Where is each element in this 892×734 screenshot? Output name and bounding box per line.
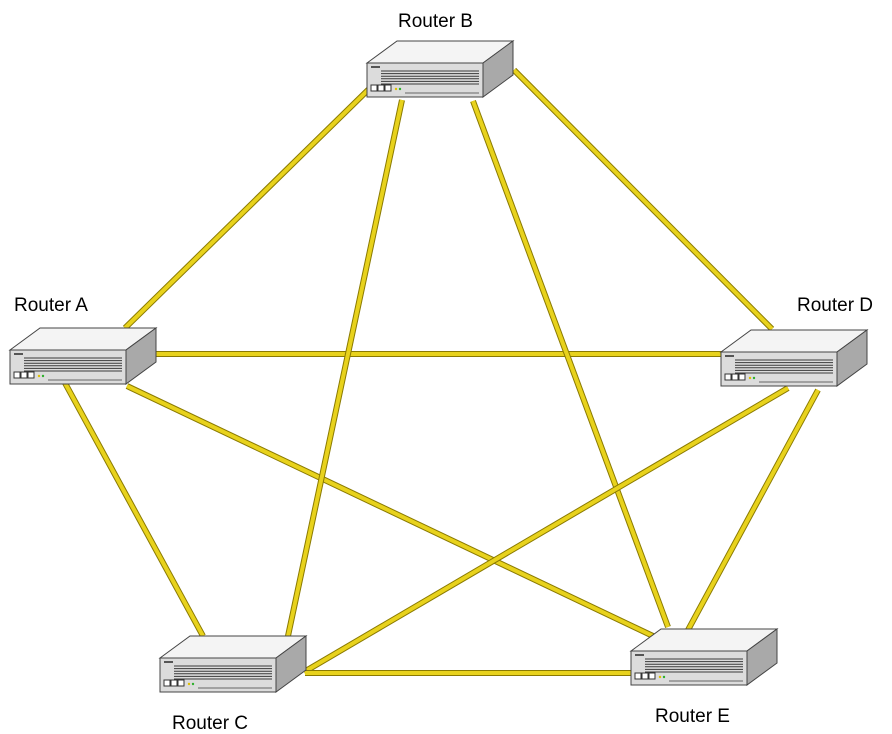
router-e-icon (629, 628, 779, 686)
link-c-d (302, 385, 790, 675)
links-layer (62, 67, 821, 676)
link-a-b (122, 85, 373, 331)
link-b-e (470, 99, 671, 629)
router-d-icon (719, 329, 869, 387)
router-a-icon (8, 327, 158, 385)
router-d-label: Router D (797, 295, 874, 316)
router-c-icon (158, 635, 308, 693)
router-a-label: Router A (14, 295, 88, 316)
routers-layer (8, 40, 869, 693)
link-a-c (62, 381, 206, 638)
link-b-d (511, 67, 775, 332)
router-c-label: Router C (172, 713, 249, 734)
router-b-icon (365, 40, 515, 98)
link-a-e (125, 383, 655, 639)
router-b-label: Router B (398, 11, 473, 32)
link-b-c (285, 99, 405, 637)
link-d-e (685, 388, 821, 632)
router-e-label: Router E (655, 706, 730, 727)
